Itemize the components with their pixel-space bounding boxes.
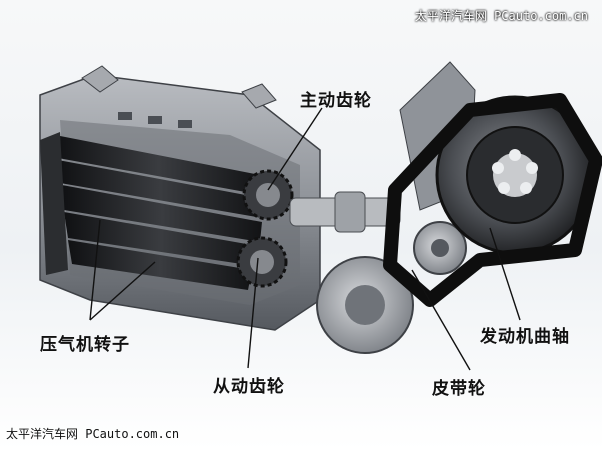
watermark-top: 太平洋汽车网 PCauto.com.cn [414,9,588,23]
tensioner-pulley [316,221,467,354]
leader-rotor-2 [89,261,156,321]
label-driven-gear: 从动齿轮 [213,377,285,397]
drive-gear-graphic [242,169,294,221]
label-drive-gear: 主动齿轮 [300,91,372,111]
leader-rotor-1 [89,219,101,321]
watermark-bottom: 太平洋汽车网 PCauto.com.cn [6,427,180,441]
leader-lines [89,107,521,371]
label-engine-crankshaft: 发动机曲轴 [480,327,570,347]
leader-belt-pulley [411,269,471,371]
drive-belt [383,93,602,307]
label-belt-pulley: 皮带轮 [432,379,486,399]
label-compressor-rotor: 压气机转子 [40,335,130,355]
leader-drive-gear [267,107,323,191]
compressor-rotors [40,132,262,290]
driven-gear-graphic [236,236,288,288]
leader-driven-gear [247,257,259,369]
leader-crankshaft [489,227,521,321]
drive-shaft [289,191,401,233]
